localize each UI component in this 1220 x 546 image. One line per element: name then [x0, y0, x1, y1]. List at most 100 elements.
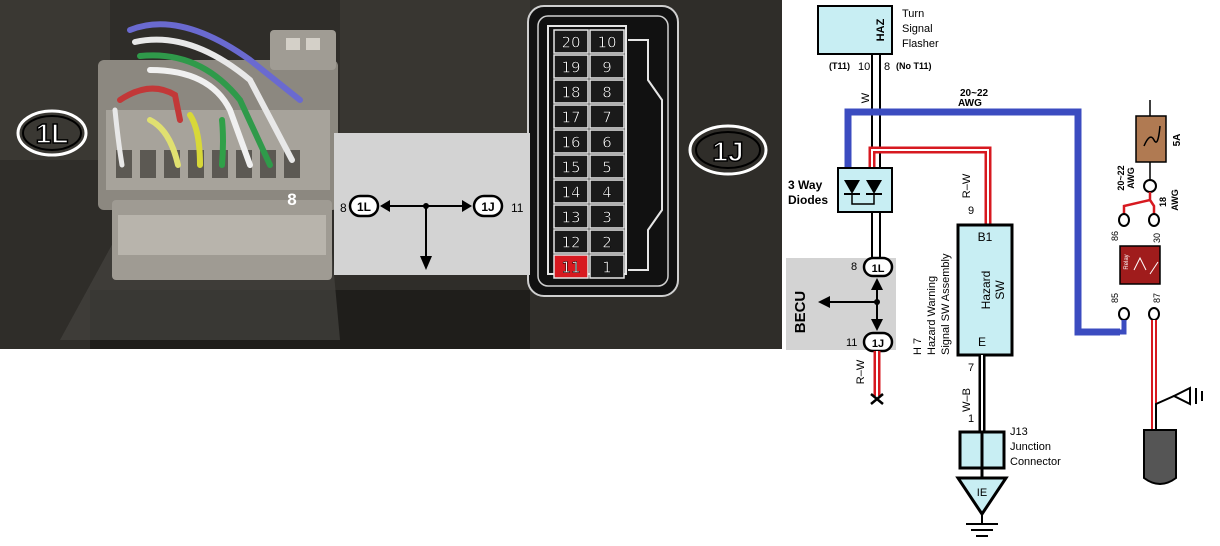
relay-awg-left: 20~22 — [1116, 165, 1126, 190]
pin-number: 16 — [561, 134, 580, 152]
relay-name: Relay — [1124, 254, 1130, 269]
awg-top-unit: AWG — [958, 98, 982, 109]
flasher-box — [817, 5, 893, 55]
diode-box — [837, 167, 893, 213]
fuse-rating: 5A — [1172, 134, 1183, 147]
pin-cell — [589, 154, 625, 179]
relay-awg-right: 18 — [1158, 197, 1168, 207]
becu-pin-bottom: 11 — [846, 337, 857, 349]
flasher-pin-left: 10 — [858, 61, 870, 73]
flasher-tag: HAZ — [875, 18, 887, 41]
pin-number: 11 — [561, 259, 580, 277]
junction-label-1: J13 — [1010, 426, 1028, 438]
pin-cell — [589, 229, 625, 254]
pin-cell — [553, 204, 589, 229]
pin-cell — [553, 229, 589, 254]
pin-number: 2 — [602, 234, 612, 252]
hazard-assembly-3: Signal SW Assembly — [940, 253, 952, 355]
pin-8-callout: 8 — [287, 190, 296, 209]
pin-1: 1 — [968, 413, 974, 425]
pin-cell — [553, 79, 589, 104]
inset-pin-left: 8 — [340, 201, 347, 215]
hazard-pin-b1: B1 — [978, 230, 993, 244]
wire-wb-label: W–B — [961, 388, 973, 412]
pin-cell — [589, 104, 625, 129]
pin-cell — [553, 54, 589, 79]
pin-number: 19 — [561, 59, 580, 77]
pin-cell — [553, 29, 589, 54]
relay-pin-86: 86 — [1110, 231, 1120, 241]
pin-9: 9 — [968, 205, 974, 217]
pin-cell — [589, 79, 625, 104]
becu-pin-top: 8 — [851, 261, 857, 273]
inset-connector-right: 1J — [481, 200, 494, 214]
connector-1j-badge: 1J — [688, 124, 768, 176]
pin-number: 8 — [602, 84, 612, 102]
pin-number: 4 — [602, 184, 612, 202]
pin-cell — [553, 179, 589, 204]
relay-pin-30: 30 — [1152, 233, 1162, 243]
awg-top-value: 20~22 — [960, 88, 989, 99]
becu-conn-bottom: 1J — [872, 338, 884, 350]
pin-number: 15 — [561, 159, 580, 177]
connector-1l-badge: 1L — [16, 109, 88, 157]
pin-number: 20 — [561, 34, 580, 52]
wire-w-label: W — [860, 92, 872, 103]
pin-number: 10 — [597, 34, 616, 52]
pin-number: 6 — [602, 134, 612, 152]
wire-rw-bottom-label: R–W — [855, 359, 867, 384]
pin-cell — [589, 29, 625, 54]
junction-label-3: Connector — [1010, 456, 1061, 468]
relay-pin-85: 85 — [1110, 293, 1120, 303]
flasher-pin-right: 8 — [884, 61, 890, 73]
pin-cell — [553, 104, 589, 129]
pin-cell — [589, 179, 625, 204]
ground-tag: IE — [977, 487, 987, 499]
pin-7: 7 — [968, 362, 974, 374]
flasher-pin-left-note: (T11) — [829, 61, 850, 71]
inset-connector-left: 1L — [357, 200, 371, 214]
becu-label: BECU — [792, 291, 809, 334]
hazard-assembly-2: Hazard Warning — [926, 276, 938, 355]
flasher-label-1: Turn — [902, 8, 924, 20]
inset-pin-right: 11 — [511, 201, 524, 215]
relay-pin-87: 87 — [1152, 293, 1162, 303]
schematic: HAZ Turn Signal Flasher (T11) 10 8 (No T… — [786, 5, 1203, 537]
pin-number: 9 — [602, 59, 612, 77]
flasher-label-2: Signal — [902, 23, 933, 35]
pin-number: 12 — [561, 234, 580, 252]
diodes-label-2: Diodes — [788, 193, 828, 207]
pin-number: 17 — [561, 109, 580, 127]
pin-cell — [589, 254, 625, 279]
lamp — [1143, 429, 1177, 485]
ground-tag-triangle — [955, 476, 1009, 517]
pin-cell — [553, 254, 589, 279]
connector-1l-photo — [98, 30, 338, 280]
relay-awg-left-unit: AWG — [1126, 167, 1136, 189]
flasher-pin-right-note: (No T11) — [896, 61, 932, 71]
blue-wire — [844, 108, 1120, 336]
hazard-name-2: SW — [993, 280, 1007, 300]
inset-diagram: 8 1L 1J 11 — [334, 133, 530, 275]
photo-wires — [112, 21, 303, 168]
hazard-assembly-1: H 7 — [912, 338, 924, 355]
diodes-label-1: 3 Way — [788, 178, 823, 192]
wire-rw-top-label: R–W — [961, 173, 973, 198]
junction-label-2: Junction — [1010, 441, 1051, 453]
pin-cell — [589, 54, 625, 79]
pin-number: 13 — [561, 209, 580, 227]
relay-box — [1119, 245, 1161, 285]
pin-number: 1 — [602, 259, 612, 277]
pin-number: 14 — [561, 184, 580, 202]
pin-number: 3 — [602, 209, 612, 227]
hazard-pin-e: E — [978, 335, 986, 349]
hazard-name-1: Hazard — [979, 271, 993, 310]
connector-1l-label: 1L — [36, 118, 69, 149]
pin-number: 5 — [602, 159, 612, 177]
pin-number: 18 — [561, 84, 580, 102]
connector-1j-label: 1J — [712, 136, 743, 167]
